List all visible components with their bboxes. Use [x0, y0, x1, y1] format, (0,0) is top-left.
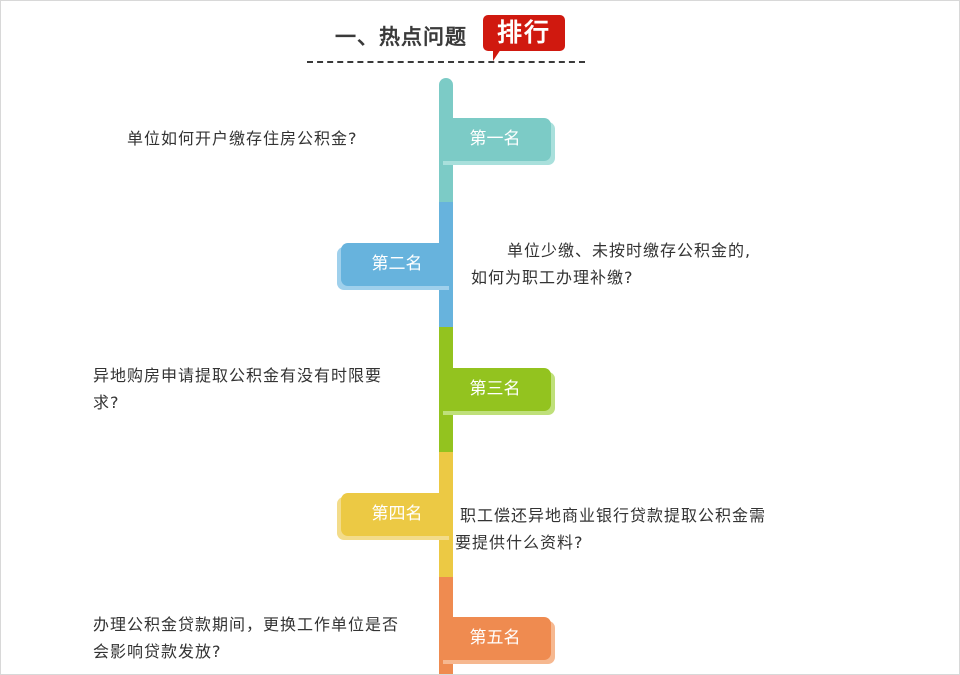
rank-1-question: 单位如何开户缴存住房公积金?	[127, 125, 358, 152]
question-text: 单位如何开户缴存住房公积金?	[127, 129, 358, 148]
rank-5-label: 第五名	[469, 628, 521, 648]
question-line-1: 办理公积金贷款期间，更换工作单位是否	[93, 615, 400, 634]
rank-2-question: 单位少缴、未按时缴存公积金的, 如何为职工办理补缴?	[471, 237, 751, 291]
ranking-badge: 排行	[483, 15, 565, 51]
rank-3-question: 异地购房申请提取公积金有没有时限要 求?	[93, 362, 382, 416]
rank-4-question: 职工偿还异地商业银行贷款提取公积金需 要提供什么资料?	[455, 502, 766, 556]
rank-4-tab: 第四名	[337, 493, 453, 540]
question-line-2: 会影响贷款发放?	[93, 642, 222, 661]
section-title: 一、热点问题	[335, 25, 467, 49]
question-line-2: 要提供什么资料?	[455, 533, 584, 552]
title-underline	[307, 61, 585, 63]
question-line-2: 如何为职工办理补缴?	[471, 268, 634, 287]
rank-5-tab: 第五名	[439, 617, 555, 664]
rank-3-tab: 第三名	[439, 368, 555, 415]
rank-1-label: 第一名	[469, 129, 521, 149]
badge-tail	[493, 49, 507, 61]
question-line-2: 求?	[93, 393, 120, 412]
rank-2-tab: 第二名	[337, 243, 453, 290]
question-line-1: 异地购房申请提取公积金有没有时限要	[93, 366, 383, 385]
question-line-1: 单位少缴、未按时缴存公积金的,	[507, 241, 752, 260]
rank-5-question: 办理公积金贷款期间，更换工作单位是否 会影响贷款发放?	[93, 611, 399, 665]
rank-3-label: 第三名	[469, 379, 521, 399]
rank-1-tab: 第一名	[439, 118, 555, 165]
rank-2-label: 第二名	[371, 254, 423, 274]
question-line-1: 职工偿还异地商业银行贷款提取公积金需	[460, 506, 767, 525]
rank-4-label: 第四名	[371, 504, 423, 524]
